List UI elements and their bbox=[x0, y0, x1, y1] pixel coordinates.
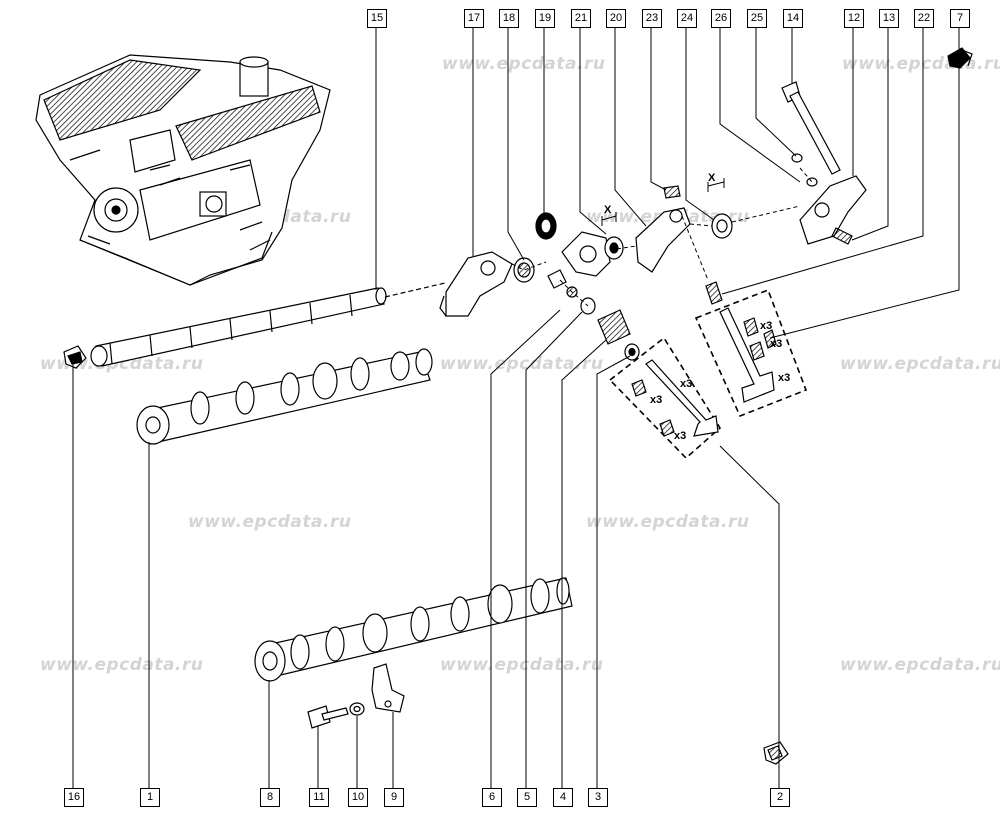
callout-16[interactable]: 16 bbox=[64, 788, 84, 807]
callout-2[interactable]: 2 bbox=[770, 788, 790, 807]
watermark: www.epcdata.ru bbox=[586, 512, 750, 532]
clearance-markers bbox=[601, 178, 725, 226]
watermark: www.epcdata.ru bbox=[440, 354, 604, 374]
quantity-label: x3 bbox=[760, 320, 773, 332]
spring-13 bbox=[831, 227, 853, 245]
washer-20 bbox=[604, 236, 624, 260]
clip-7 bbox=[947, 47, 973, 69]
clip-2 bbox=[763, 741, 789, 765]
quantity-label: x3 bbox=[778, 372, 791, 384]
quantity-label: x3 bbox=[680, 378, 693, 390]
washer-24 bbox=[711, 213, 733, 239]
rocker-arm-23 bbox=[635, 185, 691, 273]
valve-box-left bbox=[608, 336, 722, 460]
callout-15[interactable]: 15 bbox=[367, 9, 387, 28]
fastener-25 bbox=[791, 153, 803, 163]
clearance-label: X bbox=[604, 204, 612, 216]
leader-lines bbox=[72, 26, 960, 788]
callout-22[interactable]: 22 bbox=[914, 9, 934, 28]
tappet-22 bbox=[705, 281, 723, 305]
callout-1[interactable]: 1 bbox=[140, 788, 160, 807]
engine-block-illustration bbox=[35, 54, 331, 286]
watermark: www.epcdata.ru bbox=[188, 512, 352, 532]
camshaft-8 bbox=[254, 577, 573, 682]
callout-20[interactable]: 20 bbox=[606, 9, 626, 28]
washer-26 bbox=[806, 177, 818, 187]
watermark: www.epcdata.ru bbox=[40, 655, 204, 675]
quantity-label: x3 bbox=[650, 394, 663, 406]
callout-3[interactable]: 3 bbox=[588, 788, 608, 807]
cap-16 bbox=[63, 345, 87, 369]
callout-19[interactable]: 19 bbox=[535, 9, 555, 28]
callout-18[interactable]: 18 bbox=[499, 9, 519, 28]
seat-3 bbox=[624, 343, 640, 361]
rocker-12 bbox=[799, 175, 867, 245]
callout-4[interactable]: 4 bbox=[553, 788, 573, 807]
bolt-11 bbox=[307, 705, 349, 729]
seal-6 bbox=[547, 269, 578, 298]
washer-10 bbox=[349, 702, 365, 716]
callout-5[interactable]: 5 bbox=[517, 788, 537, 807]
callout-12[interactable]: 12 bbox=[844, 9, 864, 28]
bolt-14 bbox=[781, 81, 841, 175]
quantity-label: x3 bbox=[674, 430, 687, 442]
rocker-21 bbox=[561, 231, 611, 277]
quantity-label: x3 bbox=[770, 338, 783, 350]
watermark: www.epcdata.ru bbox=[840, 354, 1000, 374]
callout-24[interactable]: 24 bbox=[677, 9, 697, 28]
valve-spring-4 bbox=[597, 309, 631, 345]
bracket-9 bbox=[371, 663, 405, 713]
callout-10[interactable]: 10 bbox=[348, 788, 368, 807]
shaft-15 bbox=[90, 282, 446, 367]
clearance-label: X bbox=[708, 172, 716, 184]
callout-9[interactable]: 9 bbox=[384, 788, 404, 807]
watermark: www.epcdata.ru bbox=[840, 655, 1000, 675]
assembly-lines bbox=[511, 167, 813, 307]
callout-8[interactable]: 8 bbox=[260, 788, 280, 807]
valve-box-right bbox=[694, 288, 808, 418]
camshaft-1 bbox=[136, 348, 433, 445]
callout-25[interactable]: 25 bbox=[747, 9, 767, 28]
callout-17[interactable]: 17 bbox=[464, 9, 484, 28]
rocker-arm-17 bbox=[439, 251, 513, 317]
callout-26[interactable]: 26 bbox=[711, 9, 731, 28]
callout-7[interactable]: 7 bbox=[950, 9, 970, 28]
watermark: www.epcdata.ru bbox=[442, 54, 606, 74]
callout-11[interactable]: 11 bbox=[309, 788, 329, 807]
callout-6[interactable]: 6 bbox=[482, 788, 502, 807]
callout-21[interactable]: 21 bbox=[571, 9, 591, 28]
callout-14[interactable]: 14 bbox=[783, 9, 803, 28]
callout-23[interactable]: 23 bbox=[642, 9, 662, 28]
adjuster-18 bbox=[513, 257, 535, 283]
seal-ring-19 bbox=[535, 212, 557, 240]
callout-13[interactable]: 13 bbox=[879, 9, 899, 28]
